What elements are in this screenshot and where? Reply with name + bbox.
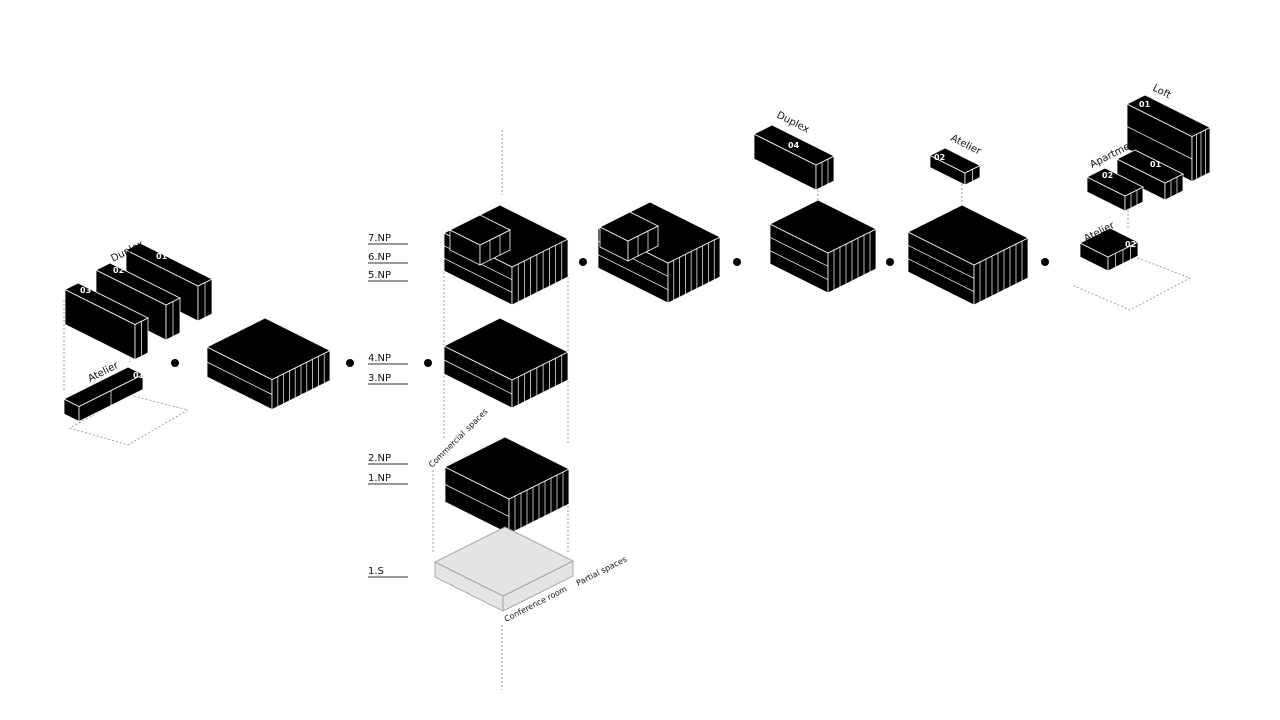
floor-line (769, 237, 829, 267)
floor-line (1126, 126, 1193, 160)
sequence-dot (1041, 258, 1049, 266)
floor-labels: 7.NP 6.NP 5.NP 4.NP 3.NP 2.NP 1.NP 1.S (368, 233, 408, 578)
plan-outline (1071, 254, 1191, 311)
mass-top-face (1126, 94, 1211, 137)
floor-line (769, 250, 829, 280)
mass-top-face (443, 317, 569, 381)
mass-top-face (1086, 167, 1144, 197)
unit-numbers: 01 02 03 01 04 02 01 01 02 02 (80, 100, 1162, 380)
sequence-dot (346, 359, 354, 367)
unit-number-duplex-03: 03 (80, 286, 91, 295)
floor-line (443, 258, 513, 293)
floor-line (443, 359, 513, 395)
floor-line (444, 484, 510, 517)
floor-label-2np: 2.NP (368, 453, 391, 464)
mass-top-face (444, 436, 570, 500)
unit-number-apartment-01: 01 (1150, 160, 1162, 169)
mass-top-face (434, 526, 574, 597)
sequence-dot (171, 359, 179, 367)
mass-top-face (95, 262, 181, 306)
label-loft: Loft (1151, 83, 1173, 101)
mass-top-face (63, 366, 144, 407)
floor-label-7np: 7.NP (368, 233, 391, 244)
mass-top-face (449, 214, 511, 246)
floor-line (597, 254, 669, 290)
building-masses (63, 94, 1211, 612)
mass-top-face (1116, 149, 1184, 184)
floor-line (907, 258, 975, 292)
mass-top-face (769, 199, 877, 254)
sequence-dot (579, 258, 587, 266)
unit-number-duplex-04: 04 (788, 141, 800, 150)
unit-number-atelier-02-mid: 02 (934, 153, 945, 162)
sequence-dot (424, 359, 432, 367)
mass-top-face (64, 282, 149, 325)
unit-number-duplex-02: 02 (113, 266, 124, 275)
mass-top-face (206, 317, 331, 380)
label-commercial-2: spaces (464, 407, 490, 433)
unit-number-atelier-01: 01 (133, 371, 145, 380)
floor-label-5np: 5.NP (368, 270, 391, 281)
mass-top-face (125, 242, 213, 287)
floor-underlines (368, 243, 408, 578)
floor-label-3np: 3.NP (368, 373, 391, 384)
mass-top-face (907, 204, 1029, 266)
label-partial-spaces: Partial spaces (575, 555, 628, 588)
floor-line (907, 245, 975, 279)
mass-top-face (929, 147, 981, 174)
sequence-dot (733, 258, 741, 266)
sequence-dots (171, 258, 1049, 367)
unit-number-apartment-02: 02 (1102, 171, 1113, 180)
unit-number-atelier-02-right: 02 (1125, 240, 1136, 249)
unit-number-loft-01: 01 (1139, 100, 1151, 109)
mass-top-face (1079, 227, 1139, 258)
floor-label-6np: 6.NP (368, 252, 391, 263)
floor-label-4np: 4.NP (368, 353, 391, 364)
floor-label-1np: 1.NP (368, 473, 391, 484)
floor-line (206, 361, 273, 395)
sequence-dot (886, 258, 894, 266)
mass-top-face (753, 124, 835, 166)
mass-top-face (599, 211, 659, 242)
floor-label-1s: 1.S (368, 566, 384, 577)
unit-number-duplex-01: 01 (156, 252, 168, 261)
plan-outline (68, 394, 190, 446)
